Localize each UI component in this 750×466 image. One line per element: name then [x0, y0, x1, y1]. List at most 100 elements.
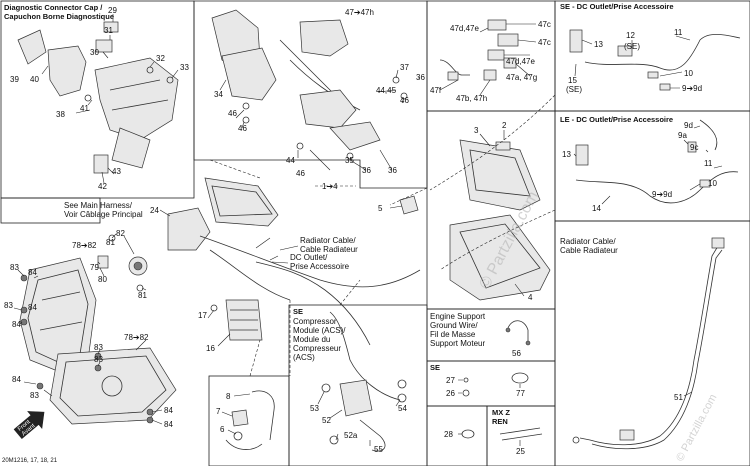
engine-support-l3: Fil de Masse: [430, 330, 476, 339]
dc-le-parts: [575, 119, 739, 204]
label-81-a: 81: [106, 238, 115, 247]
label-31: 31: [104, 26, 113, 35]
label-28: 28: [444, 430, 453, 439]
diag-cap-leaders: [41, 14, 179, 184]
main-harness-note-en: See Main Harness/: [64, 201, 133, 210]
main-harness-note-fr: Voir Câblage Principal: [64, 210, 143, 219]
connectors-47-parts: [439, 19, 519, 81]
label-56: 56: [512, 349, 521, 358]
label-12: 12: [626, 31, 635, 40]
label-84-b: 84: [28, 303, 37, 312]
se-small-parts: [458, 372, 529, 397]
label-47-47h: 47➔47h: [345, 8, 374, 17]
label-10-se: 10: [684, 69, 693, 78]
label-84-c: 84: [12, 375, 21, 384]
radiator-right-title-fr: Cable Radiateur: [560, 246, 618, 255]
label-2: 2: [502, 121, 507, 130]
front-arrow-icon: Front Avant: [13, 411, 45, 440]
radiator-right-parts: [572, 237, 725, 450]
label-79: 79: [90, 263, 99, 272]
central-parts: [97, 177, 421, 346]
label-47a-47g: 47a, 47g: [506, 73, 537, 82]
box-part-28: [426, 405, 488, 466]
label-13-le: 13: [562, 150, 571, 159]
diag-cap-title-en: Diagnostic Connector Cap /: [4, 3, 103, 12]
label-53: 53: [310, 404, 319, 413]
label-41: 41: [80, 104, 89, 113]
gauge-parts: [449, 139, 551, 301]
label-82: 82: [116, 229, 125, 238]
engine-support-l2: Ground Wire/: [430, 321, 478, 330]
steering-parts: [211, 9, 408, 160]
label-39: 39: [10, 75, 19, 84]
label-78-82-b: 78➔82: [124, 333, 149, 342]
label-11-se: 11: [674, 28, 683, 37]
label-36b: 36: [362, 166, 371, 175]
dc-outlet-callout-fr: Prise Accessoire: [290, 262, 350, 271]
label-47b-47h: 47b, 47h: [456, 94, 487, 103]
dc-le-title: LE - DC Outlet/Prise Accessoire: [560, 115, 673, 124]
label-54: 54: [398, 404, 407, 413]
relay-leaders: [221, 393, 251, 435]
connectors-47-leaders: [439, 23, 537, 96]
box-mxz: [486, 405, 556, 466]
label-51: 51: [674, 393, 683, 402]
label-55: 55: [374, 445, 383, 454]
radiator-callout-en: Radiator Cable/: [300, 236, 356, 245]
label-32: 32: [156, 54, 165, 63]
label-9-9d-se: 9➔9d: [682, 84, 702, 93]
part-28: [458, 429, 475, 439]
se-small-tag: SE: [430, 363, 440, 372]
compressor-l1: Compressor: [293, 317, 337, 326]
engine-support-parts: [505, 320, 531, 346]
label-83-e: 83: [30, 391, 39, 400]
label-42: 42: [98, 182, 107, 191]
label-47d-47e-b: 47d,47e: [506, 57, 535, 66]
label-37: 37: [400, 63, 409, 72]
label-46-steer: 46: [296, 169, 305, 178]
label-se-12: (SE): [624, 42, 640, 51]
label-84-a: 84: [28, 268, 37, 277]
central-leaders: [97, 205, 403, 347]
dc-outlet-callout-en: DC Outlet/: [290, 253, 328, 262]
label-47c-b: 47c: [538, 38, 551, 47]
label-44-45: 44,45: [376, 86, 397, 95]
compressor-tag: SE: [293, 307, 303, 316]
diag-cap-parts: [17, 21, 179, 174]
label-47c-a: 47c: [538, 20, 551, 29]
label-34: 34: [214, 90, 223, 99]
label-83-d: 83: [94, 355, 103, 364]
mxz-parts: [499, 427, 543, 446]
label-26: 26: [446, 389, 455, 398]
label-1-4: 1➔4: [322, 182, 338, 191]
label-5: 5: [378, 204, 383, 213]
dc-se-title: SE - DC Outlet/Prise Accessoire: [560, 2, 674, 11]
label-44: 44: [286, 156, 295, 165]
label-36a: 36: [416, 73, 425, 82]
diagram-id: 20M1216, 17, 18, 21: [2, 458, 58, 464]
compressor-l3: Module du: [293, 335, 330, 344]
compressor-l2: Module (ACS)/: [293, 326, 346, 335]
label-83-a: 83: [10, 263, 19, 272]
label-4: 4: [528, 293, 533, 302]
dc-le-leaders: [573, 125, 723, 205]
label-84-e: 84: [164, 420, 173, 429]
label-47f: 47f: [430, 86, 442, 95]
compressor-leaders: [317, 391, 401, 446]
box-relay: [208, 375, 290, 466]
headlight-parts: [19, 257, 177, 425]
box-dc-le: [554, 110, 750, 222]
label-14: 14: [592, 204, 601, 213]
label-84-d: 84: [164, 406, 173, 415]
label-77: 77: [516, 389, 525, 398]
label-3: 3: [474, 126, 479, 135]
label-se-15: (SE): [566, 85, 582, 94]
box-dc-se: [554, 0, 750, 112]
dc-se-leaders: [574, 35, 691, 89]
diag-cap-title-fr: Capuchon Borne Diagnostique: [4, 12, 114, 21]
label-15: 15: [568, 76, 577, 85]
label-9d: 9d: [684, 121, 693, 130]
headlight-leaders: [13, 269, 163, 425]
label-13-se: 13: [594, 40, 603, 49]
